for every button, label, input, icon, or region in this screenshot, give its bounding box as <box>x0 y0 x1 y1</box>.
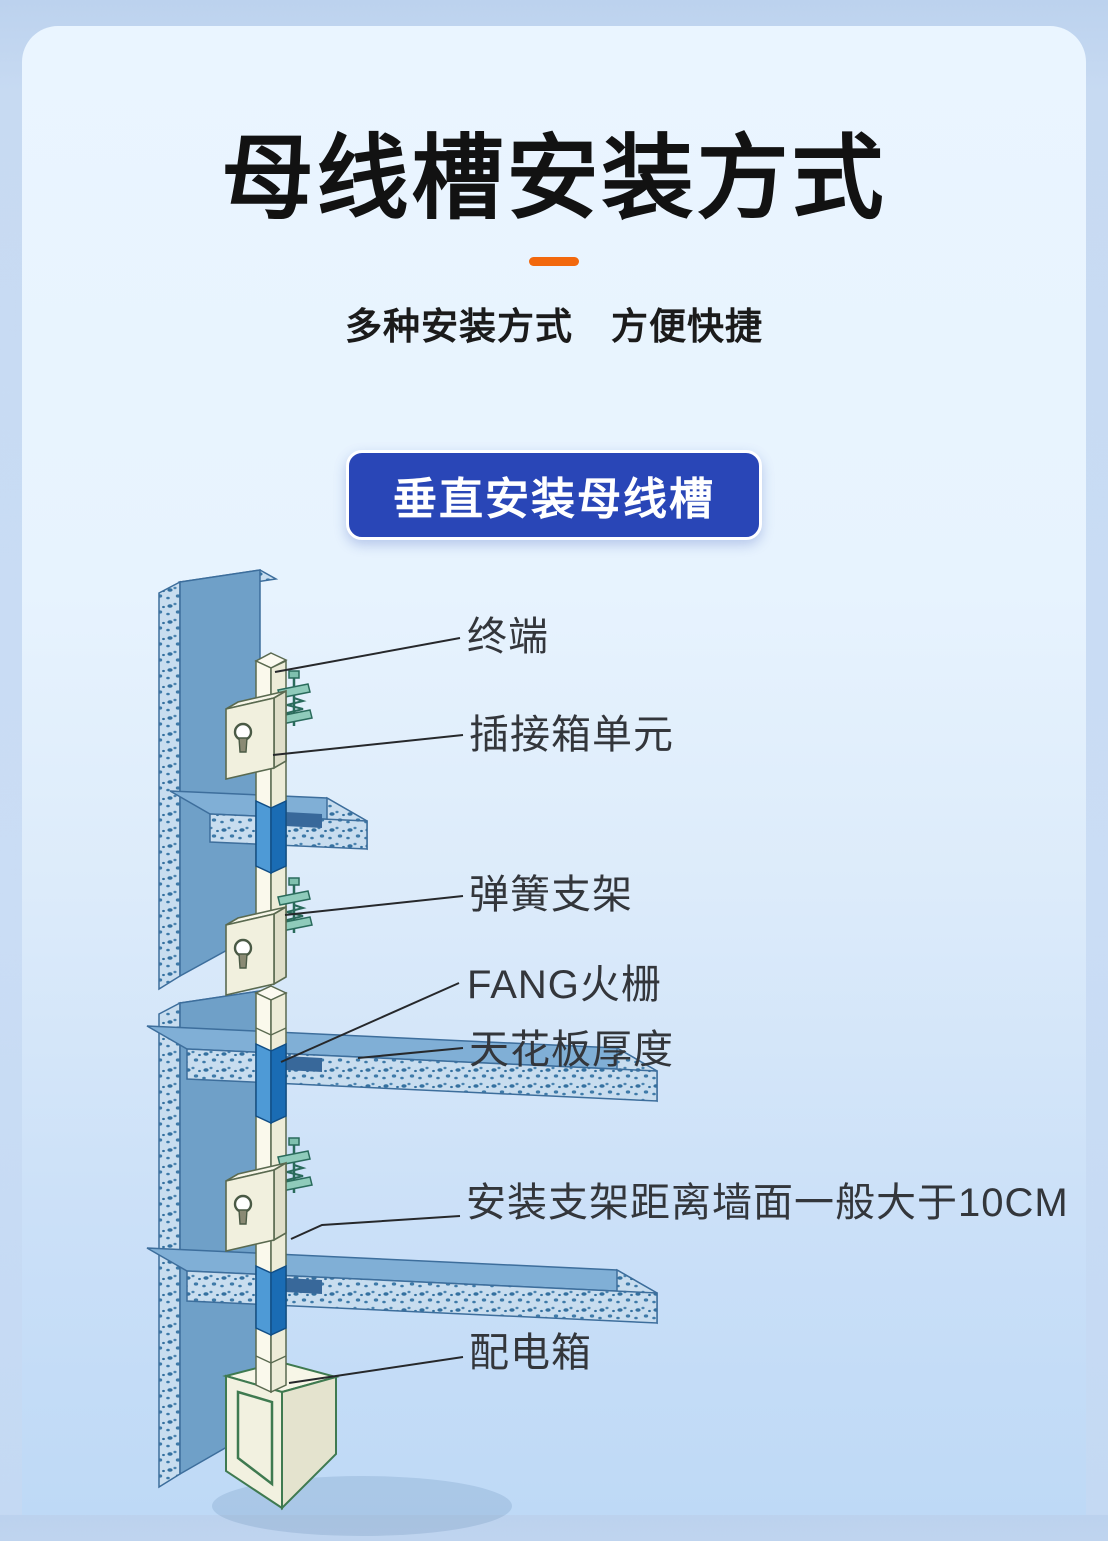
busway-blue-joint-3 <box>255 1264 287 1337</box>
page-title: 母线槽安装方式 <box>221 128 887 230</box>
upper-wall <box>158 569 279 991</box>
label-fire-barrier: FANG火栅 <box>467 963 662 1007</box>
busway-installation-diagram <box>44 546 1108 1541</box>
plug-in-box-3 <box>224 1161 288 1253</box>
busway-blue-joint-1 <box>255 799 287 875</box>
section-badge: 垂直安装母线槽 <box>346 450 762 540</box>
page-subtitle: 多种安装方式 方便快捷 <box>345 306 763 347</box>
label-plug-in-box-unit: 插接箱单元 <box>469 713 674 757</box>
label-spring-bracket: 弹簧支架 <box>469 873 633 917</box>
diagram-canvas <box>146 569 658 1536</box>
busway-column <box>254 652 288 1394</box>
floor-slab-1 <box>169 790 368 851</box>
label-bracket-wall-distance: 安装支架距离墙面一般大于10CM <box>466 1181 1069 1225</box>
busway-blue-joint-2 <box>255 1042 287 1125</box>
lower-wall <box>158 990 279 1489</box>
label-distribution-box: 配电箱 <box>469 1331 592 1375</box>
plug-in-box-1 <box>224 689 288 781</box>
label-terminal: 终端 <box>467 615 549 659</box>
label-ceiling-thickness: 天花板厚度 <box>469 1028 674 1072</box>
content-card: 母线槽安装方式 多种安装方式 方便快捷 垂直安装母线槽 <box>22 26 1086 1536</box>
plug-in-box-2 <box>224 905 288 997</box>
orange-divider <box>529 257 579 266</box>
leader-lines <box>272 637 464 1384</box>
